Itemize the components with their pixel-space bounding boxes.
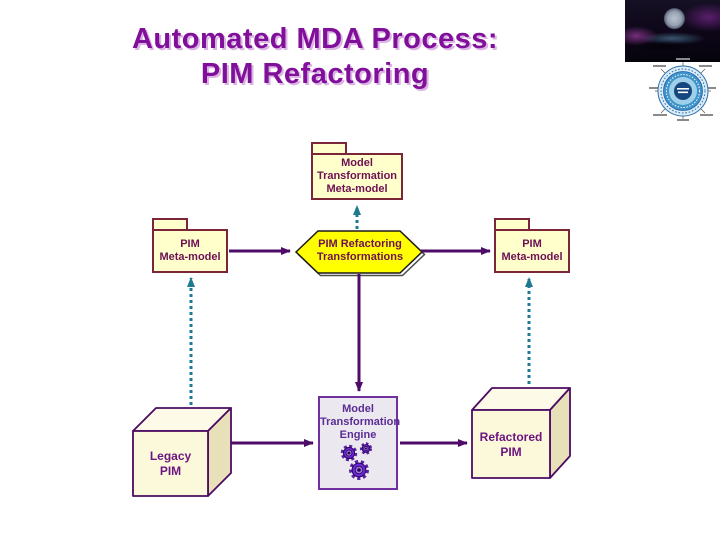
legacy-pim-label: Legacy PIM — [133, 449, 208, 479]
mda-circular-logo-icon — [649, 58, 716, 121]
logo-center-text — [677, 88, 689, 94]
label-line: Transformations — [316, 251, 404, 263]
label-line: Meta-model — [501, 251, 563, 263]
package-pim-metamodel-right: PIM Meta-model — [494, 218, 570, 273]
label-line: PIM — [159, 464, 182, 478]
package-label: PIM Meta-model — [494, 229, 570, 273]
space-nebula-picture — [625, 0, 720, 62]
label-line: Refactored — [479, 430, 543, 444]
package-label: Model Transformation Meta-model — [311, 153, 403, 200]
logo-outer-text-ring — [660, 68, 706, 114]
model-transformation-engine-box: Model Transformation Engine — [318, 396, 401, 490]
label-line: Model — [341, 157, 373, 169]
package-tab — [494, 218, 530, 231]
package-tab — [152, 218, 188, 231]
title-line-1: Automated MDA Process: — [131, 23, 499, 55]
logo-center — [674, 82, 692, 100]
package-tab — [311, 142, 347, 155]
cube-side-face — [549, 387, 571, 479]
cube-top-face — [471, 387, 571, 411]
refactoring-hexagon-label: PIM Refactoring Transformations — [300, 238, 420, 264]
gear-icon — [359, 442, 373, 455]
label-line: PIM — [522, 238, 542, 250]
label-line: Transformation — [316, 170, 398, 182]
gear-icon — [349, 460, 369, 480]
title-line-2: PIM Refactoring — [200, 58, 430, 90]
package-pim-metamodel-left: PIM Meta-model — [152, 218, 228, 273]
package-label: PIM Meta-model — [152, 229, 228, 273]
label-line: PIM — [180, 238, 200, 250]
label-line: Model — [342, 403, 374, 415]
engine-label: Model Transformation Engine — [320, 398, 401, 442]
page-title: Automated MDA Process: PIM Refactoring — [90, 22, 540, 92]
label-line: Meta-model — [326, 183, 388, 195]
cube-top-face — [132, 407, 232, 432]
logo-mid-text-ring — [666, 74, 700, 108]
dashed-arrows — [187, 205, 533, 405]
label-line: Transformation — [320, 416, 401, 428]
refactored-pim-label: Refactored PIM — [472, 430, 550, 460]
package-model-transformation-metamodel: Model Transformation Meta-model — [311, 142, 403, 200]
label-line: Legacy — [149, 449, 192, 463]
label-line: Engine — [339, 429, 377, 441]
label-line: Meta-model — [159, 251, 221, 263]
label-line: PIM Refactoring — [318, 238, 402, 250]
label-line: PIM — [500, 445, 522, 459]
logo-tiny-labels — [649, 58, 716, 121]
gear-icon — [340, 442, 373, 480]
cube-side-face — [207, 407, 232, 497]
gear-icon — [340, 444, 358, 462]
